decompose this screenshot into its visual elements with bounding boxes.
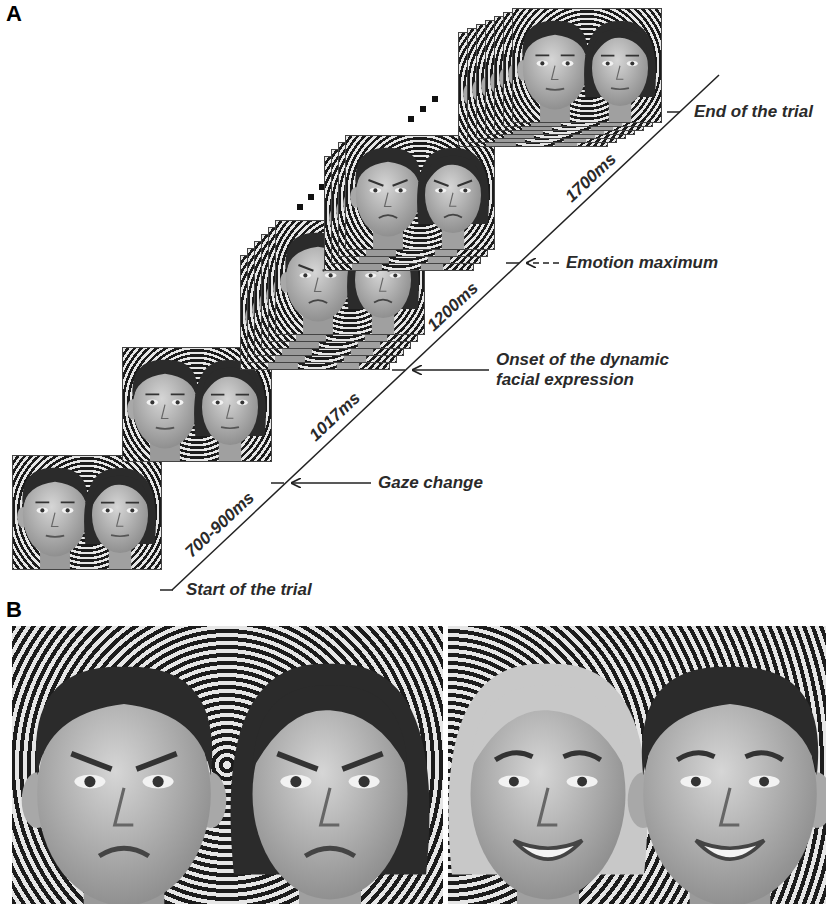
- timeline: [160, 75, 719, 590]
- event-label: Start of the trial: [186, 580, 312, 600]
- panel-letter: A: [6, 2, 22, 26]
- event-label: Gaze change: [378, 473, 483, 493]
- panel-letter: B: [6, 598, 22, 622]
- duration-label: 1200ms: [423, 278, 482, 335]
- event-label: End of the trial: [694, 102, 813, 122]
- duration-label: 700-900ms: [181, 488, 258, 562]
- event-label: Emotion maximum: [566, 253, 718, 273]
- duration-label: 1700ms: [561, 149, 620, 206]
- duration-label: 1017ms: [305, 388, 364, 445]
- event-label: Onset of the dynamic facial expression: [496, 350, 701, 390]
- expression-examples: [12, 626, 826, 904]
- video-frames: [12, 8, 662, 584]
